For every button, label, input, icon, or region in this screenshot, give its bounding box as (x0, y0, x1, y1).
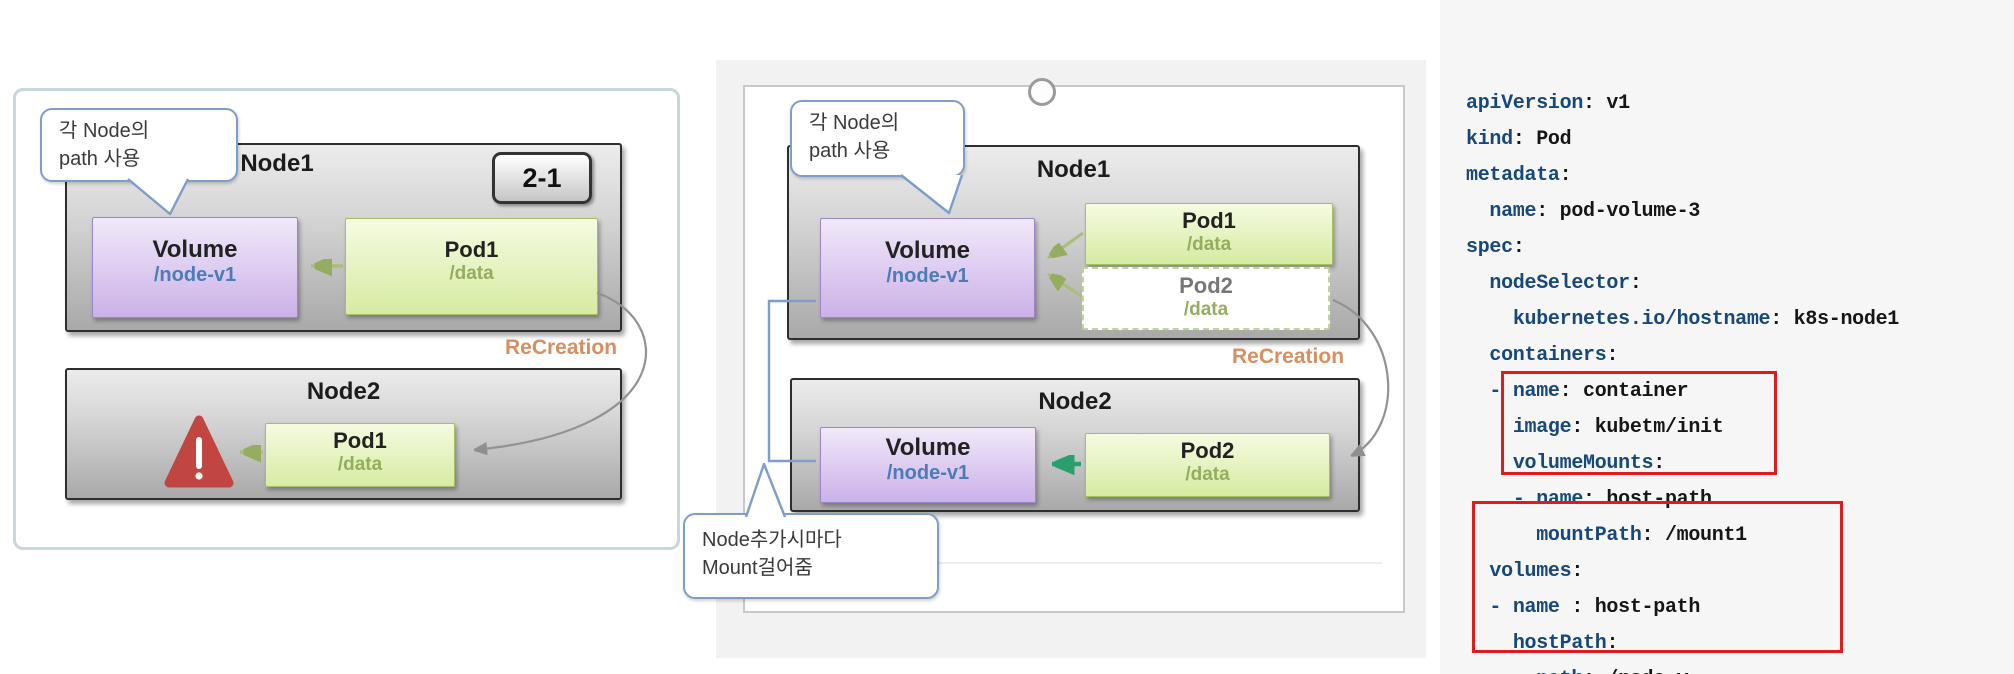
callout-line: path 사용 (59, 148, 141, 170)
yaml-line: - name: host-path (1512, 488, 1712, 511)
pod-path: /data (449, 263, 494, 284)
pod1-box: Pod1 /data (1085, 203, 1333, 265)
node2-box: Node2 Pod1 /data (65, 368, 622, 500)
yaml-line: nodeSelector: (1489, 272, 1642, 295)
slide-inner-edge (770, 562, 1382, 564)
highlight-box-volumes (1472, 501, 1843, 653)
selection-handle[interactable] (1028, 78, 1056, 106)
node2-title: Node2 (306, 378, 381, 405)
callout-line: 각 Node의 (59, 120, 150, 142)
yaml-line: kind: Pod (1466, 128, 1572, 151)
volume-name: Volume (885, 434, 971, 461)
panel-recreate-multi: Node1 Volume /node-v1 Pod1 /data Pod2 /d… (683, 85, 1405, 613)
volume-path: /node-v1 (886, 462, 970, 484)
pod-name: Pod1 (1182, 208, 1236, 233)
callout-line: Node추가시마다 (702, 529, 842, 551)
callout-line: path 사용 (809, 140, 891, 162)
node1-title: Node1 (240, 150, 314, 177)
pod2-ghost-box: Pod2 /data (1082, 267, 1330, 330)
yaml-code-panel: apiVersion: v1 kind: Pod metadata: name: p… (1440, 0, 2014, 674)
yaml-line: - name : host-path (1489, 596, 1701, 619)
pod-name: Pod2 (1180, 438, 1235, 463)
node1-box: Node1 2-1 Volume /node-v1 Pod1 /data (65, 143, 622, 332)
recreation-label: ReCreation (505, 336, 618, 359)
highlight-box-volumemounts (1501, 371, 1777, 475)
yaml-line: containers: (1489, 344, 1619, 367)
volume-box: Volume /node-v1 (92, 217, 298, 318)
pod-path: /data (1186, 234, 1232, 255)
callout-node-path: 각 Node의 path 사용 (790, 100, 965, 177)
yaml-line: path: /node-v (1466, 662, 2014, 674)
yaml-line: image: kubetm/init (1512, 416, 1724, 439)
node2-box: Node2 Volume /node-v1 Pod2 /data (790, 378, 1360, 512)
yaml-line: kubernetes.io/hostname: k8s-node1 (1512, 308, 1899, 331)
pod-path: /data (1183, 299, 1229, 320)
recreation-label: ReCreation (1232, 345, 1345, 368)
yaml-line: hostPath: (1512, 632, 1619, 655)
pod-name: Pod2 (1179, 273, 1233, 298)
callout-line: 각 Node의 (809, 112, 900, 134)
yaml-line: name: pod-volume-3 (1489, 200, 1701, 223)
yaml-line: - name: container (1489, 380, 1689, 403)
pod2-box: Pod2 /data (1085, 433, 1330, 497)
volume-path: /node-v1 (886, 265, 969, 287)
volume-box: Volume /node-v1 (820, 427, 1036, 503)
pod1-box: Pod1 /data (345, 218, 598, 315)
pod1-box: Pod1 /data (265, 423, 455, 487)
node2-title: Node2 (1038, 388, 1112, 415)
yaml-line: apiVersion: v1 (1466, 92, 1630, 115)
yaml-line: volumes: (1489, 560, 1584, 583)
yaml-lines: apiVersion: v1 kind: Pod metadata: name: p… (1466, 86, 2014, 674)
callout-mount-per-node: Node추가시마다 Mount걸어줌 (683, 513, 939, 599)
yaml-line: volumeMounts: (1512, 452, 1665, 475)
node1-title: Node1 (1036, 156, 1111, 183)
volume-path: /node-v1 (153, 264, 237, 286)
panel-recreate-single: Node1 2-1 Volume /node-v1 Pod1 /data ReC… (13, 88, 680, 550)
yaml-line: mountPath: /mount1 (1536, 524, 1747, 547)
volume-box: Volume /node-v1 (820, 218, 1035, 318)
volume-name: Volume (885, 237, 970, 264)
pod-path: /data (337, 454, 383, 475)
yaml-line: spec: (1466, 236, 1525, 259)
pod-name: Pod1 (444, 237, 499, 262)
yaml-line: metadata: (1466, 164, 1572, 187)
pod-path: /data (1185, 464, 1230, 485)
callout-node-path: 각 Node의 path 사용 (40, 108, 238, 182)
pod-name: Pod1 (333, 428, 387, 453)
step-badge: 2-1 (492, 152, 592, 204)
volume-name: Volume (152, 236, 238, 263)
callout-line: Mount걸어줌 (702, 557, 813, 579)
